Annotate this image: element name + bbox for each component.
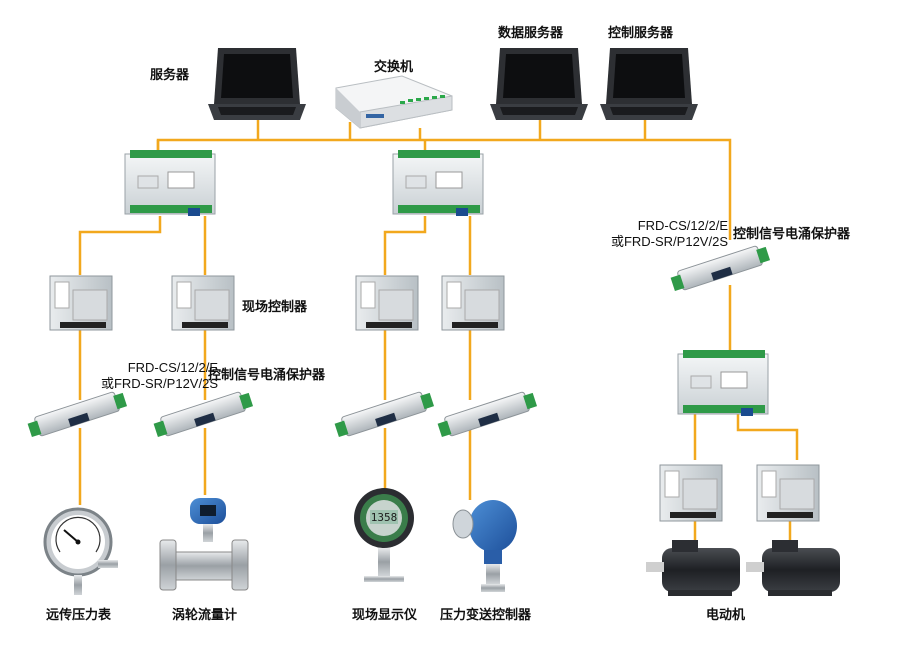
surge-protector-4[interactable] [436,389,538,439]
field-display-device[interactable]: 1358 [354,488,414,582]
field-module-4[interactable] [441,275,505,331]
field-module-5[interactable] [659,464,723,522]
field-display-label: 现场显示仪 [352,608,418,623]
pressure-transmitter-label: 压力变送控制器 [440,608,532,623]
plc-controller-1[interactable] [124,150,216,216]
server-label: 服务器 [150,68,190,83]
surge-protector-2[interactable] [152,389,254,439]
model-number-right-a: FRD-CS/12/2/E [637,218,728,233]
turbine-flowmeter-label: 涡轮流量计 [172,608,238,623]
data-server-laptop[interactable] [490,48,588,120]
pressure-gauge-device[interactable] [43,507,118,595]
field-controller-label: 现场控制器 [242,300,308,315]
surge-protector-label-right: 控制信号电涌保护器 [733,227,851,242]
field-module-3[interactable] [355,275,419,331]
cable-plc2-left [383,216,427,275]
plc-controller-2[interactable] [392,150,484,216]
control-server-label: 控制服务器 [608,26,674,41]
pressure-gauge-label: 远传压力表 [46,608,112,623]
turbine-flowmeter-device[interactable] [159,498,249,591]
motor-label: 电动机 [706,608,746,623]
data-server-label: 数据服务器 [498,26,564,41]
model-number-left-a: FRD-CS/12/2/E [127,360,218,375]
surge-protector-5[interactable] [669,243,771,293]
motor-1[interactable] [646,540,740,596]
model-number-right-b: 或FRD-SR/P12V/2S [610,234,728,249]
control-server-laptop[interactable] [600,48,698,120]
cable-network [78,120,799,545]
model-number-left-b: 或FRD-SR/P12V/2S [100,376,218,391]
plc-controller-3[interactable] [677,350,769,416]
field-module-6[interactable] [756,464,820,522]
field-module-2[interactable] [171,275,235,331]
field-module-1[interactable] [49,275,113,331]
surge-protector-3[interactable] [333,389,435,439]
pressure-transmitter-device[interactable] [452,500,517,592]
surge-protector-label-left: 控制信号电涌保护器 [208,368,326,383]
cable-plc1-left [78,216,162,275]
network-switch[interactable] [335,75,453,129]
surge-protector-1[interactable] [26,389,128,439]
display-reading: 1358 [371,511,398,524]
switch-label: 交换机 [374,60,414,75]
motor-2[interactable] [746,540,840,596]
server-laptop[interactable] [208,48,306,120]
